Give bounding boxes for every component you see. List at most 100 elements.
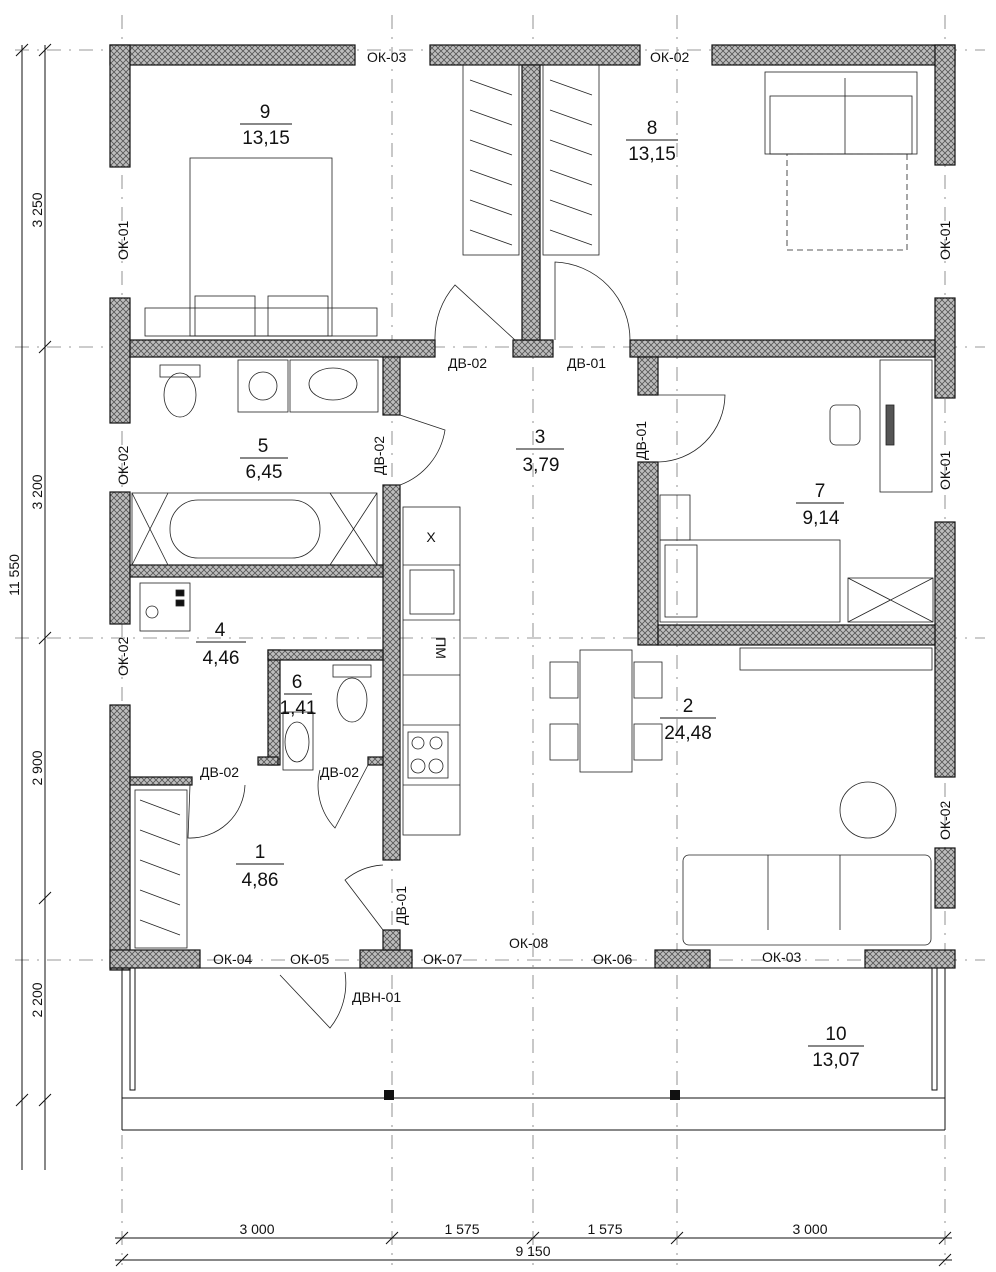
svg-text:8: 8: [647, 118, 658, 139]
svg-text:3 200: 3 200: [29, 474, 45, 509]
door-label: ДВ-02: [371, 436, 387, 475]
door-label: ДВ-02: [448, 355, 487, 371]
svg-text:24,48: 24,48: [664, 723, 712, 744]
sofa: [682, 854, 932, 946]
boiler: [139, 582, 191, 632]
wall-segment: [257, 756, 279, 766]
wall-segment: [382, 484, 401, 861]
svg-text:5: 5: [258, 436, 269, 457]
room-1: 14,86: [236, 842, 284, 891]
wall-segment: [629, 339, 936, 358]
door-label: ДВН-01: [352, 989, 401, 1005]
kitchen-sink: [409, 569, 455, 615]
wall-segment: [109, 949, 201, 969]
room-8: 813,15: [626, 118, 678, 165]
room-3: 33,79: [516, 427, 564, 476]
column: [384, 1090, 394, 1100]
kitchen-counter: [402, 506, 461, 836]
wall-segment: [654, 949, 711, 969]
room-4: 44,46: [196, 620, 246, 669]
dining-table: [579, 649, 633, 773]
wall-segment: [637, 356, 659, 396]
svg-text:9 150: 9 150: [515, 1243, 550, 1259]
svg-text:13,15: 13,15: [628, 144, 676, 165]
svg-text:4,86: 4,86: [242, 870, 279, 891]
wall-segment: [382, 929, 401, 951]
window-label: ОК-01: [115, 221, 131, 260]
window-label: ОК-02: [650, 49, 689, 65]
window-label: ОК-02: [937, 801, 953, 840]
room-2: 224,48: [660, 696, 716, 744]
sink-counter: [289, 359, 379, 413]
door-swings: [187, 261, 726, 1029]
door-label: ДВ-01: [567, 355, 606, 371]
svg-text:2 200: 2 200: [29, 982, 45, 1017]
window-labels: ОК-03 ОК-02 ОК-01 ОК-01 ОК-02 ОК-01 ОК-0…: [115, 49, 953, 967]
wall-segment: [512, 339, 554, 358]
dishwasher-label: ПМ: [433, 637, 449, 659]
fridge-label: Х: [426, 529, 436, 545]
wall-segment: [109, 491, 131, 625]
window-label: ОК-01: [937, 221, 953, 260]
wall-segment: [934, 44, 956, 166]
svg-text:10: 10: [825, 1024, 846, 1045]
door-label: ДВ-02: [200, 764, 239, 780]
dimensions-horizontal: 3 000 1 575 1 575 3 000 9 150: [115, 1221, 952, 1267]
window-label: ОК-07: [423, 951, 462, 967]
svg-text:1: 1: [255, 842, 266, 863]
column: [670, 1090, 680, 1100]
wall-segment: [109, 704, 131, 971]
tv-stand: [739, 647, 933, 671]
wardrobe: [134, 789, 188, 949]
svg-text:4,46: 4,46: [203, 648, 240, 669]
wall-segment: [267, 649, 281, 766]
svg-text:13,15: 13,15: [242, 128, 290, 149]
wall-segment: [359, 949, 413, 969]
wall-segment: [129, 339, 436, 358]
svg-text:3: 3: [535, 427, 546, 448]
wall-segment: [109, 297, 131, 424]
sofa: [764, 71, 918, 155]
desk: [879, 359, 933, 493]
wall-segment: [129, 776, 193, 786]
rug: [786, 153, 908, 251]
wall-segment: [864, 949, 956, 969]
wall-segment: [267, 649, 384, 661]
furniture: [131, 64, 934, 949]
svg-text:1 575: 1 575: [444, 1221, 479, 1237]
window-label: ОК-06: [593, 951, 632, 967]
wall-segment: [521, 64, 541, 341]
svg-text:9: 9: [260, 102, 271, 123]
single-bed: [659, 539, 841, 623]
svg-text:2: 2: [683, 696, 694, 717]
terrace: [121, 967, 946, 1131]
svg-text:7: 7: [815, 481, 826, 502]
window-label: ОК-03: [367, 49, 406, 65]
bathtub-area: [131, 492, 378, 566]
svg-text:2 900: 2 900: [29, 750, 45, 785]
room-5: 56,45: [240, 436, 288, 483]
washing-machine: [237, 359, 289, 413]
room-7: 79,14: [796, 481, 844, 529]
wall-segment: [109, 44, 356, 66]
toilet: [163, 372, 197, 418]
svg-text:4: 4: [215, 620, 226, 641]
wall-segment: [711, 44, 956, 66]
wall-segment: [367, 756, 384, 766]
svg-text:1,41: 1,41: [280, 698, 317, 719]
wall-segment: [382, 356, 401, 416]
wall-segment: [637, 461, 659, 646]
wall-segment: [934, 521, 956, 778]
walls: [109, 44, 956, 971]
chair: [829, 404, 861, 446]
wall-segment: [429, 44, 641, 66]
window-label: ОК-02: [115, 637, 131, 676]
coffee-table: [839, 781, 897, 839]
double-bed: [189, 157, 333, 337]
window-label: ОК-01: [937, 451, 953, 490]
wardrobe: [462, 64, 520, 256]
window-label: ОК-05: [290, 951, 329, 967]
wall-segment: [934, 297, 956, 399]
